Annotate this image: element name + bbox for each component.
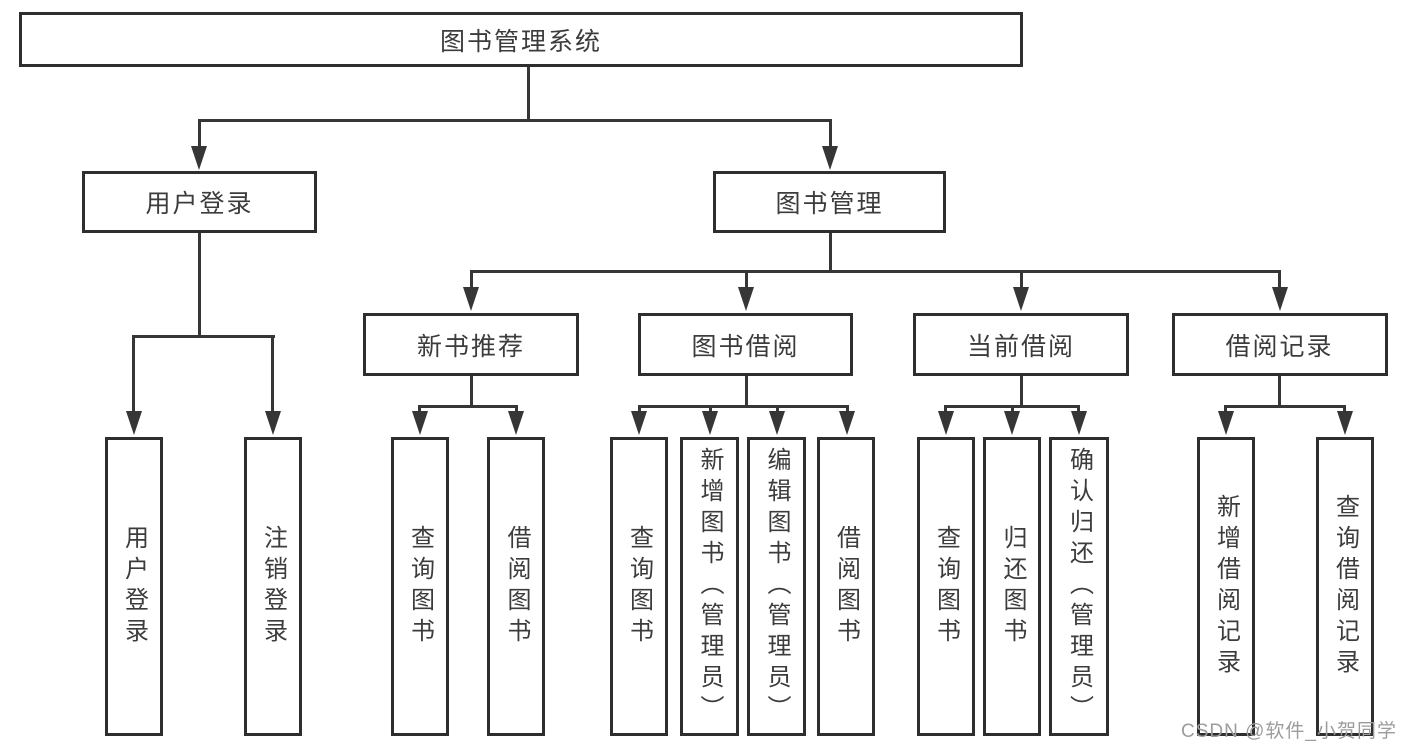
arrow-down-icon	[125, 411, 142, 435]
connector-to-leaf	[1010, 405, 1014, 415]
arrow-down-icon	[1013, 287, 1029, 311]
node-new-book-label: 新书推荐	[416, 332, 525, 361]
arrow-down-icon	[1004, 411, 1020, 435]
leaf-borrow-add-books-admin: 新增图书（管理员）	[679, 437, 739, 736]
arrow-down-icon	[1217, 411, 1234, 435]
leaf-label: 查询图书	[625, 524, 653, 649]
node-book-mgmt-label: 图书管理	[775, 190, 884, 218]
connector-to-borrow-record	[1278, 270, 1281, 290]
connector-book-borrow-stem	[744, 376, 748, 408]
node-root-label: 图书管理系统	[439, 27, 602, 56]
connector-borrow-record-horizontal	[1224, 405, 1346, 408]
connector-to-book-mgmt	[828, 119, 832, 149]
leaf-label: 新增借阅记录	[1212, 493, 1240, 680]
connector-to-leaf	[1224, 405, 1227, 415]
leaf-user-login: 用户登录	[104, 437, 163, 736]
connector-book-borrow-horizontal	[637, 405, 849, 408]
connector-user-login-horizontal	[132, 335, 275, 338]
arrow-down-icon	[1070, 411, 1087, 435]
arrow-down-icon	[769, 411, 785, 435]
leaf-newbook-borrow-books: 借阅图书	[487, 437, 545, 736]
connector-to-leaf	[514, 405, 518, 415]
connector-book-mgmt-horizontal	[469, 270, 1281, 273]
node-new-book: 新书推荐	[363, 313, 579, 376]
connector-borrow-record-stem	[1278, 376, 1281, 408]
connector-to-book-borrow	[744, 270, 748, 290]
connector-to-leaf	[1343, 405, 1346, 415]
connector-to-leaf	[1077, 405, 1080, 415]
node-borrow-record: 借阅记录	[1171, 313, 1388, 376]
leaf-current-query-books: 查询图书	[916, 437, 975, 736]
connector-user-login-stem	[197, 233, 201, 338]
connector-to-user-login	[197, 119, 201, 149]
leaf-current-confirm-return-admin: 确认归还（管理员）	[1048, 437, 1109, 736]
connector-book-mgmt-stem	[828, 233, 832, 273]
connector-to-new-book	[469, 270, 473, 290]
connector-to-leaf	[418, 405, 421, 415]
leaf-label: 归还图书	[999, 524, 1026, 649]
connector-to-leaf	[944, 405, 947, 415]
leaf-current-return-books: 归还图书	[983, 437, 1041, 736]
leaf-logout: 注销登录	[243, 437, 302, 736]
arrow-down-icon	[631, 411, 647, 435]
leaf-label: 编辑图书（管理员）	[763, 447, 790, 726]
node-root: 图书管理系统	[19, 12, 1023, 67]
arrow-down-icon	[1336, 411, 1353, 435]
node-book-borrow: 图书借阅	[638, 313, 853, 376]
connector-to-leaf	[637, 405, 641, 415]
leaf-record-add-borrow-record: 新增借阅记录	[1196, 437, 1255, 736]
arrow-down-icon	[822, 146, 838, 170]
arrow-down-icon	[702, 411, 718, 435]
node-current-borrow: 当前借阅	[913, 313, 1129, 376]
arrow-down-icon	[191, 146, 207, 170]
connector-to-current-borrow	[1019, 270, 1023, 290]
connector-root-stem	[526, 67, 530, 120]
connector-current-borrow-stem	[1019, 376, 1023, 408]
arrow-down-icon	[937, 411, 954, 435]
leaf-label: 用户登录	[120, 524, 148, 649]
node-book-mgmt: 图书管理	[713, 171, 946, 233]
arrow-down-icon	[411, 411, 428, 435]
arrow-down-icon	[1271, 287, 1288, 311]
leaf-borrow-borrow-books: 借阅图书	[816, 437, 875, 736]
node-borrow-record-label: 借阅记录	[1225, 332, 1334, 361]
leaf-borrow-query-books: 查询图书	[609, 437, 668, 736]
connector-to-leaf	[845, 405, 849, 415]
leaf-label: 确认归还（管理员）	[1065, 447, 1093, 726]
arrow-down-icon	[738, 287, 754, 311]
leaf-label: 查询图书	[932, 524, 960, 649]
leaf-label: 查询图书	[406, 524, 434, 649]
csdn-watermark: CSDN @软件_小贺同学	[1181, 721, 1397, 742]
node-user-login-label: 用户登录	[145, 190, 254, 218]
connector-new-book-stem	[469, 376, 473, 408]
arrow-down-icon	[508, 411, 524, 435]
node-book-borrow-label: 图书借阅	[691, 332, 800, 361]
arrow-down-icon	[839, 411, 855, 435]
leaf-label: 注销登录	[259, 524, 287, 649]
leaf-newbook-query-books: 查询图书	[390, 437, 449, 736]
leaf-record-query-borrow-record: 查询借阅记录	[1315, 437, 1374, 736]
arrow-down-icon	[463, 287, 479, 311]
arrow-down-icon	[264, 411, 281, 435]
leaf-borrow-edit-books-admin: 编辑图书（管理员）	[746, 437, 806, 736]
leaf-label: 借阅图书	[503, 524, 530, 649]
leaf-label: 查询借阅记录	[1331, 493, 1359, 680]
connector-root-horizontal	[197, 119, 832, 122]
leaf-label: 借阅图书	[832, 524, 860, 649]
connector-to-leaf	[132, 335, 135, 415]
connector-to-leaf	[775, 405, 779, 415]
connector-to-leaf	[708, 405, 712, 415]
node-user-login: 用户登录	[82, 171, 317, 233]
node-current-borrow-label: 当前借阅	[966, 332, 1075, 361]
leaf-label: 新增图书（管理员）	[696, 447, 723, 726]
connector-to-leaf	[271, 335, 274, 415]
connector-new-book-horizontal	[418, 405, 518, 408]
